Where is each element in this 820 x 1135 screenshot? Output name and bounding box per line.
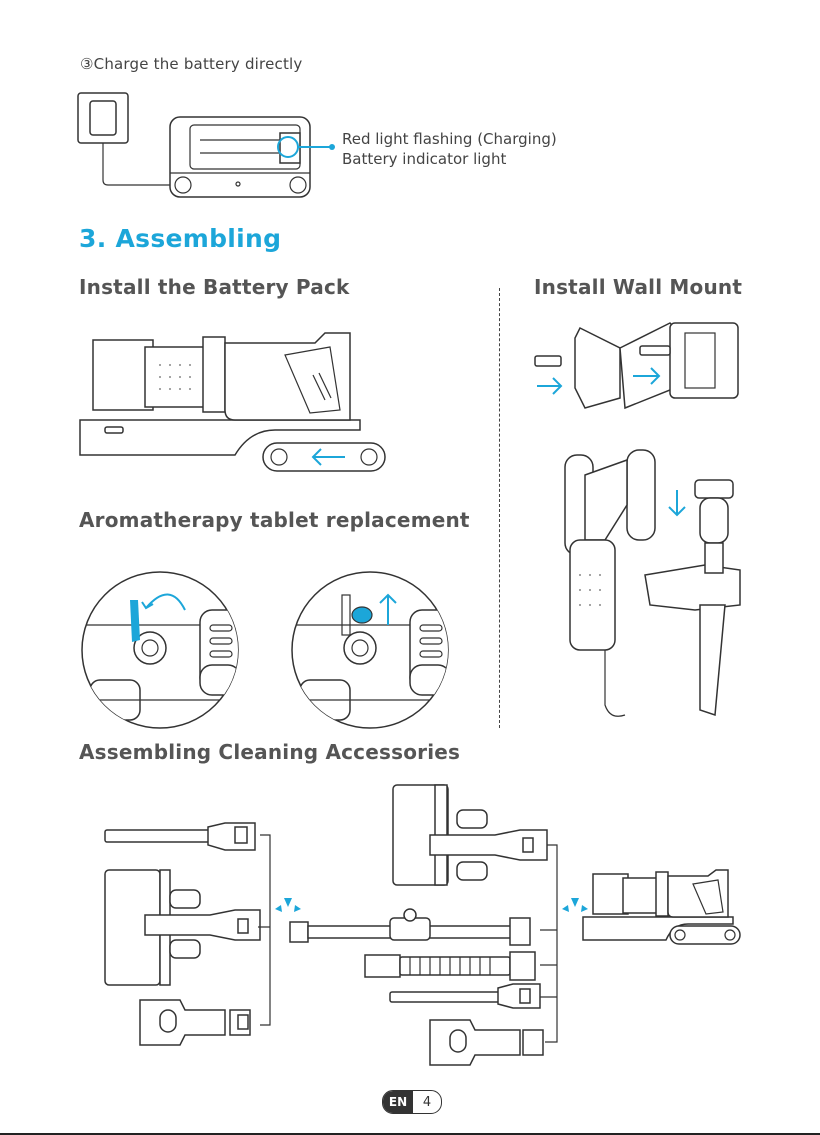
- accessories-left-group: [100, 815, 280, 1055]
- charging-illustration: [70, 85, 350, 210]
- aroma-step-1-illustration: [80, 570, 240, 730]
- column-divider: [499, 288, 500, 728]
- heading-wall-mount: Install Wall Mount: [534, 275, 742, 299]
- page-number: 4: [413, 1091, 441, 1113]
- language-label: EN: [383, 1091, 413, 1113]
- accessories-center-group: [285, 780, 565, 1070]
- wall-mount-vacuum-illustration: [555, 445, 755, 740]
- page-badge: EN 4: [382, 1090, 442, 1114]
- heading-aromatherapy: Aromatherapy tablet replacement: [79, 508, 470, 532]
- section-title-assembling: 3. Assembling: [79, 224, 281, 253]
- wall-mount-screw-illustration: [525, 318, 745, 418]
- charge-step-title: ③Charge the battery directly: [80, 55, 302, 73]
- indicator-label-charging: Red light flashing (Charging): [342, 130, 557, 148]
- handheld-vacuum-illustration: [578, 862, 753, 947]
- heading-battery-pack: Install the Battery Pack: [79, 275, 350, 299]
- aroma-step-2-illustration: [290, 570, 450, 730]
- heading-accessories: Assembling Cleaning Accessories: [79, 740, 460, 764]
- indicator-label-battery: Battery indicator light: [342, 150, 506, 168]
- aroma-tablet: [352, 607, 372, 623]
- battery-pack-illustration: [75, 325, 395, 480]
